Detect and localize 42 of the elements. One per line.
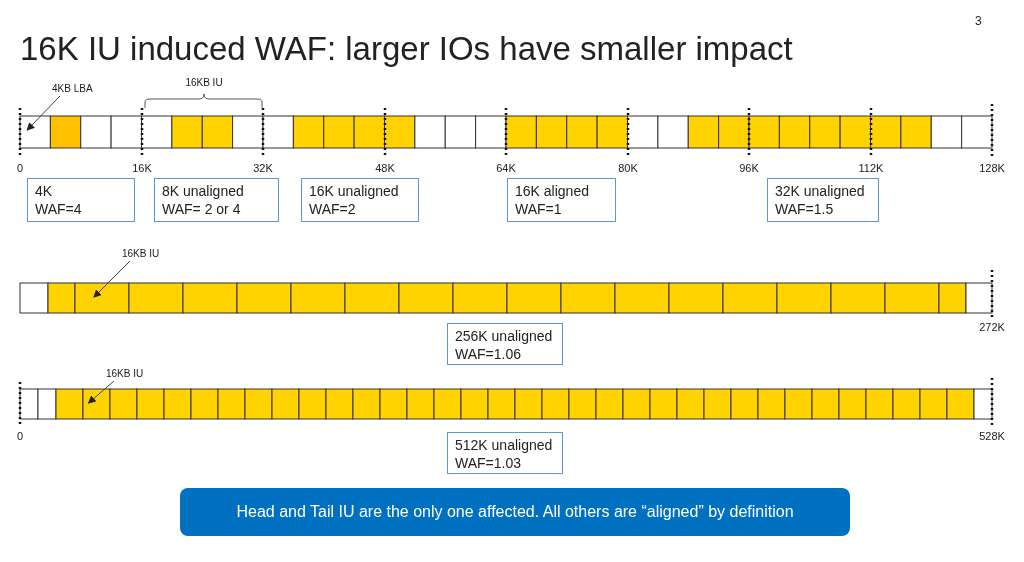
box-value: WAF=1 xyxy=(515,200,563,218)
box-value: WAF=2 xyxy=(309,200,357,218)
callout-label: 4KB LBA xyxy=(52,83,93,94)
box-value: WAF= 2 or 4 xyxy=(162,200,242,218)
text-box xyxy=(447,323,563,365)
box-value: WAF=1.5 xyxy=(775,200,835,218)
callout-label: 16KB IU xyxy=(106,368,144,379)
text-box xyxy=(507,178,616,222)
leader-arrow xyxy=(26,95,61,131)
box-heading: 4K xyxy=(35,182,54,200)
box-heading: 8K unaligned xyxy=(162,182,245,200)
axis-tick-label: 80K xyxy=(618,162,638,174)
axis-tick-label: 528K xyxy=(979,430,1005,442)
lba-cell xyxy=(19,115,51,149)
bracket-label: 16KB IU xyxy=(185,77,223,88)
box-heading: 256K unaligned xyxy=(455,327,554,345)
box-heading: 16K unaligned xyxy=(309,182,400,200)
slide-title: 16K IU induced WAF: larger IOs have smaller impact xyxy=(20,30,793,68)
axis-tick-label: 16K xyxy=(132,162,152,174)
text-box xyxy=(447,432,563,474)
axis-tick-label: 272K xyxy=(979,321,1005,333)
axis-tick-label: 0 xyxy=(16,430,24,442)
text-box xyxy=(301,178,419,222)
axis-tick-label: 128K xyxy=(979,162,1005,174)
axis-tick-label: 64K xyxy=(496,162,516,174)
callout-label: 16KB IU xyxy=(122,248,160,259)
text-box xyxy=(154,178,279,222)
text-box xyxy=(27,178,135,222)
leader-arrow xyxy=(93,260,131,298)
axis-tick-label: 32K xyxy=(253,162,273,174)
box-heading: 512K unaligned xyxy=(455,436,554,454)
box-value: WAF=1.03 xyxy=(455,454,522,472)
axis-tick-label: 0 xyxy=(16,162,24,174)
axis-tick-label: 96K xyxy=(739,162,759,174)
note-banner: Head and Tail IU are the only one affected. All others are “aligned” by definition xyxy=(180,488,850,536)
box-value: WAF=1.06 xyxy=(455,345,522,363)
text-box xyxy=(767,178,879,222)
page-number: 3 xyxy=(975,14,982,28)
box-value: WAF=4 xyxy=(35,200,83,218)
box-heading: 32K unaligned xyxy=(775,182,866,200)
lba-cell xyxy=(74,282,130,314)
box-heading: 16K aligned xyxy=(515,182,590,200)
